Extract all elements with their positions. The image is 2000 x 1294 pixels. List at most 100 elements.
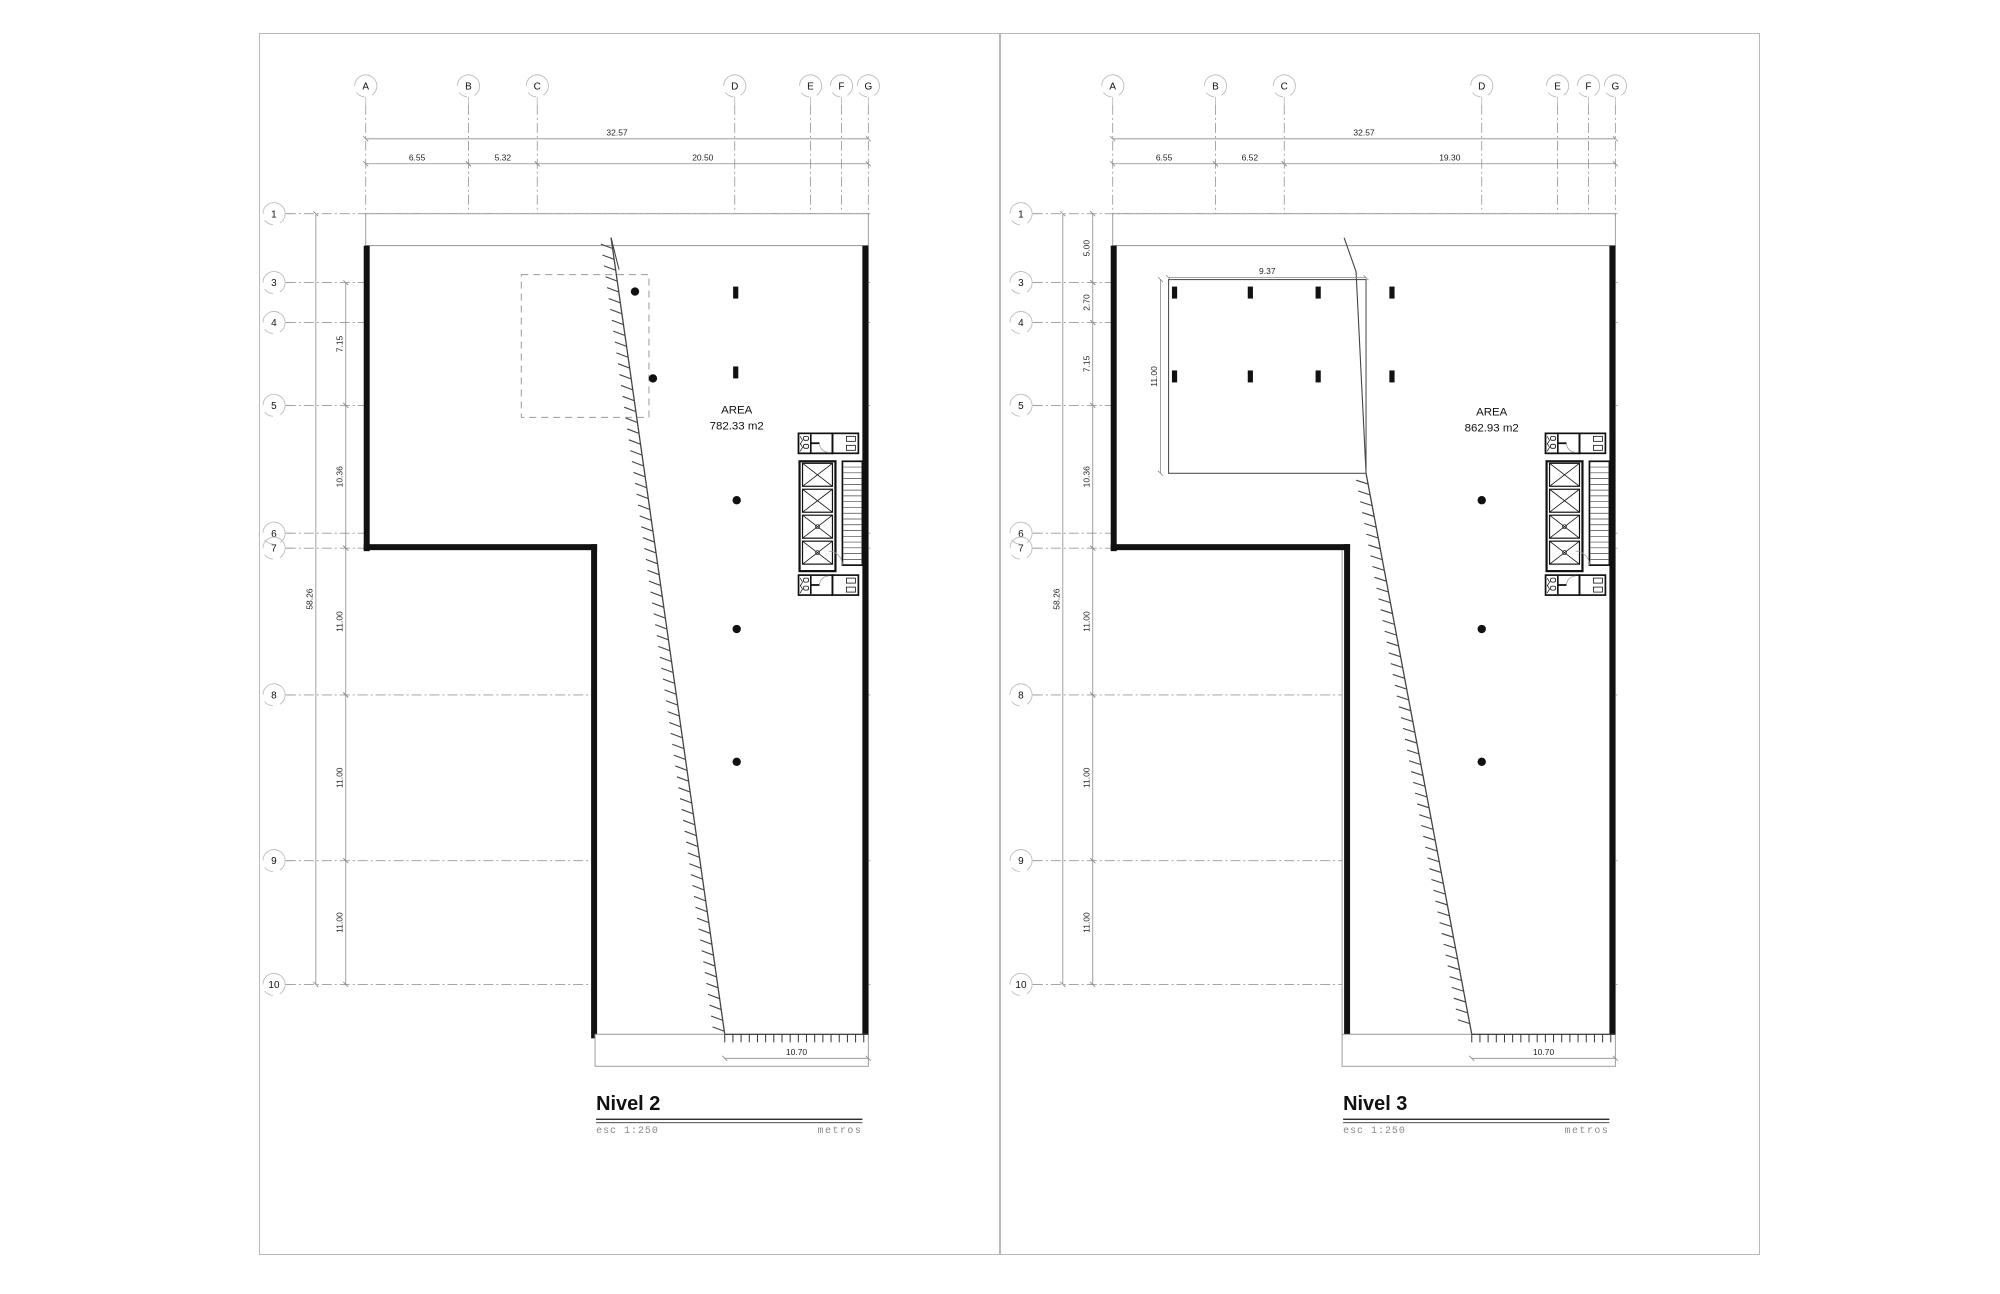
dimension-tick: [465, 161, 472, 167]
hatch-tick: [1378, 598, 1391, 604]
elevator-x: [1549, 488, 1580, 513]
grid-label-F: F: [1585, 82, 1591, 93]
dimension-tick: [342, 857, 349, 864]
structural-wall: [363, 544, 598, 551]
hatch-tick: [675, 765, 688, 771]
grid-bubble-arc: [1472, 92, 1481, 98]
grid-bubble-arc: [858, 92, 868, 98]
grid-bubble-arc: [1205, 92, 1215, 98]
grid-bubble-arc: [1483, 74, 1494, 96]
elevator-cab: [1548, 514, 1581, 539]
area-value: 862.93 m2: [1465, 422, 1519, 434]
hatch-tick: [647, 569, 660, 576]
counter-fixture: [846, 435, 856, 442]
grid-bubble-arc: [843, 74, 854, 96]
hatch-tick: [1431, 878, 1444, 884]
elevator-x: [1549, 514, 1580, 539]
dimension-tick: [362, 161, 369, 167]
hatch-tick: [611, 319, 624, 326]
hatch-tick: [1368, 544, 1381, 550]
hatch-tick: [630, 450, 643, 456]
grid-bubble-arc: [1023, 849, 1033, 871]
grid-bubble-arc: [1023, 202, 1033, 224]
hatch-tick: [687, 852, 700, 858]
hatch-tick: [695, 906, 708, 913]
grid-label-B: B: [1212, 82, 1219, 93]
lobby-lower: [831, 574, 860, 596]
toilet-fixture: [1550, 435, 1556, 441]
roof-notch-line: [610, 237, 620, 270]
hatch-tick: [667, 711, 680, 717]
grid-label-8: 8: [271, 691, 277, 702]
dimension-segment-horizontal-1: 5.32: [495, 152, 512, 162]
slab-outline: [1112, 245, 1616, 1035]
hatch-tick: [706, 982, 719, 989]
hatch-tick: [617, 363, 630, 369]
hatch-tick: [1384, 630, 1397, 636]
hatch-tick: [1439, 922, 1452, 928]
hatch-tick: [662, 678, 675, 684]
dimension-tick: [313, 981, 319, 988]
hatch-tick: [693, 895, 706, 902]
grid-bubble-arc: [1011, 554, 1020, 560]
bottom-slab-band: [1341, 1033, 1616, 1067]
hatch-tick: [1419, 814, 1432, 820]
grid-label-A: A: [1109, 82, 1116, 93]
hatch-tick: [1423, 835, 1436, 841]
hatch-tick: [684, 830, 697, 837]
grid-bubble-arc: [264, 701, 273, 707]
elevator-center-mark: [1562, 524, 1567, 530]
hatch-tick: [1427, 857, 1440, 863]
dimension-tick: [1157, 276, 1164, 283]
hatch-tick: [668, 721, 682, 728]
elevator-cab: [801, 514, 834, 539]
dimension-tick: [1468, 1055, 1475, 1062]
elevator-cab: [801, 462, 834, 487]
grid-label-4: 4: [271, 318, 277, 329]
grid-bubble-arc: [264, 328, 273, 334]
counter-fixture: [1593, 586, 1603, 593]
hatch-tick: [610, 308, 623, 315]
hatch-tick: [664, 689, 677, 695]
grid-label-B: B: [465, 82, 472, 93]
dimension-tick: [362, 136, 369, 142]
dimension-tick: [1089, 279, 1096, 286]
hatch-tick: [1445, 954, 1458, 960]
dimension-segment-vertical-1: 10.36: [334, 466, 344, 487]
grid-bubble-arc: [1617, 74, 1627, 96]
grid-bubble-arc: [539, 74, 549, 96]
sink-fixture: [799, 436, 803, 445]
dimension-segment-vertical-4: 11.00: [1081, 611, 1091, 632]
hatch-tick: [659, 656, 672, 663]
grid-bubble-arc: [264, 990, 273, 996]
grid-bubble-arc: [725, 92, 734, 98]
elevator-cab: [1548, 462, 1581, 487]
grid-label-D: D: [731, 82, 738, 93]
grid-bubble-arc: [1286, 74, 1296, 96]
hatch-tick: [620, 384, 633, 391]
grid-bubble-arc: [1011, 288, 1020, 294]
dimension-segment-vertical-4: 11.00: [334, 912, 344, 933]
hatch-tick: [1410, 771, 1424, 776]
elevator-center-mark: [815, 550, 820, 555]
dimension-tick: [1109, 136, 1116, 142]
dimension-overall-vertical: 58.26: [304, 588, 314, 609]
grid-bubble-arc: [276, 536, 286, 558]
dimension-overall-horizontal: 32.57: [1353, 127, 1374, 137]
grid-bubble-arc: [1023, 271, 1033, 293]
dimension-tick: [1089, 981, 1096, 988]
grid-label-9: 9: [271, 856, 277, 867]
hatch-tick: [698, 928, 711, 934]
hatch-tick: [1370, 555, 1383, 561]
area-label: AREA: [1476, 406, 1508, 418]
core-spine-wall: [1611, 433, 1614, 596]
hatch-tick: [648, 580, 661, 587]
hatch-tick: [1449, 976, 1462, 982]
elevator-center-mark: [1562, 550, 1567, 555]
hatch-tick: [650, 591, 663, 597]
